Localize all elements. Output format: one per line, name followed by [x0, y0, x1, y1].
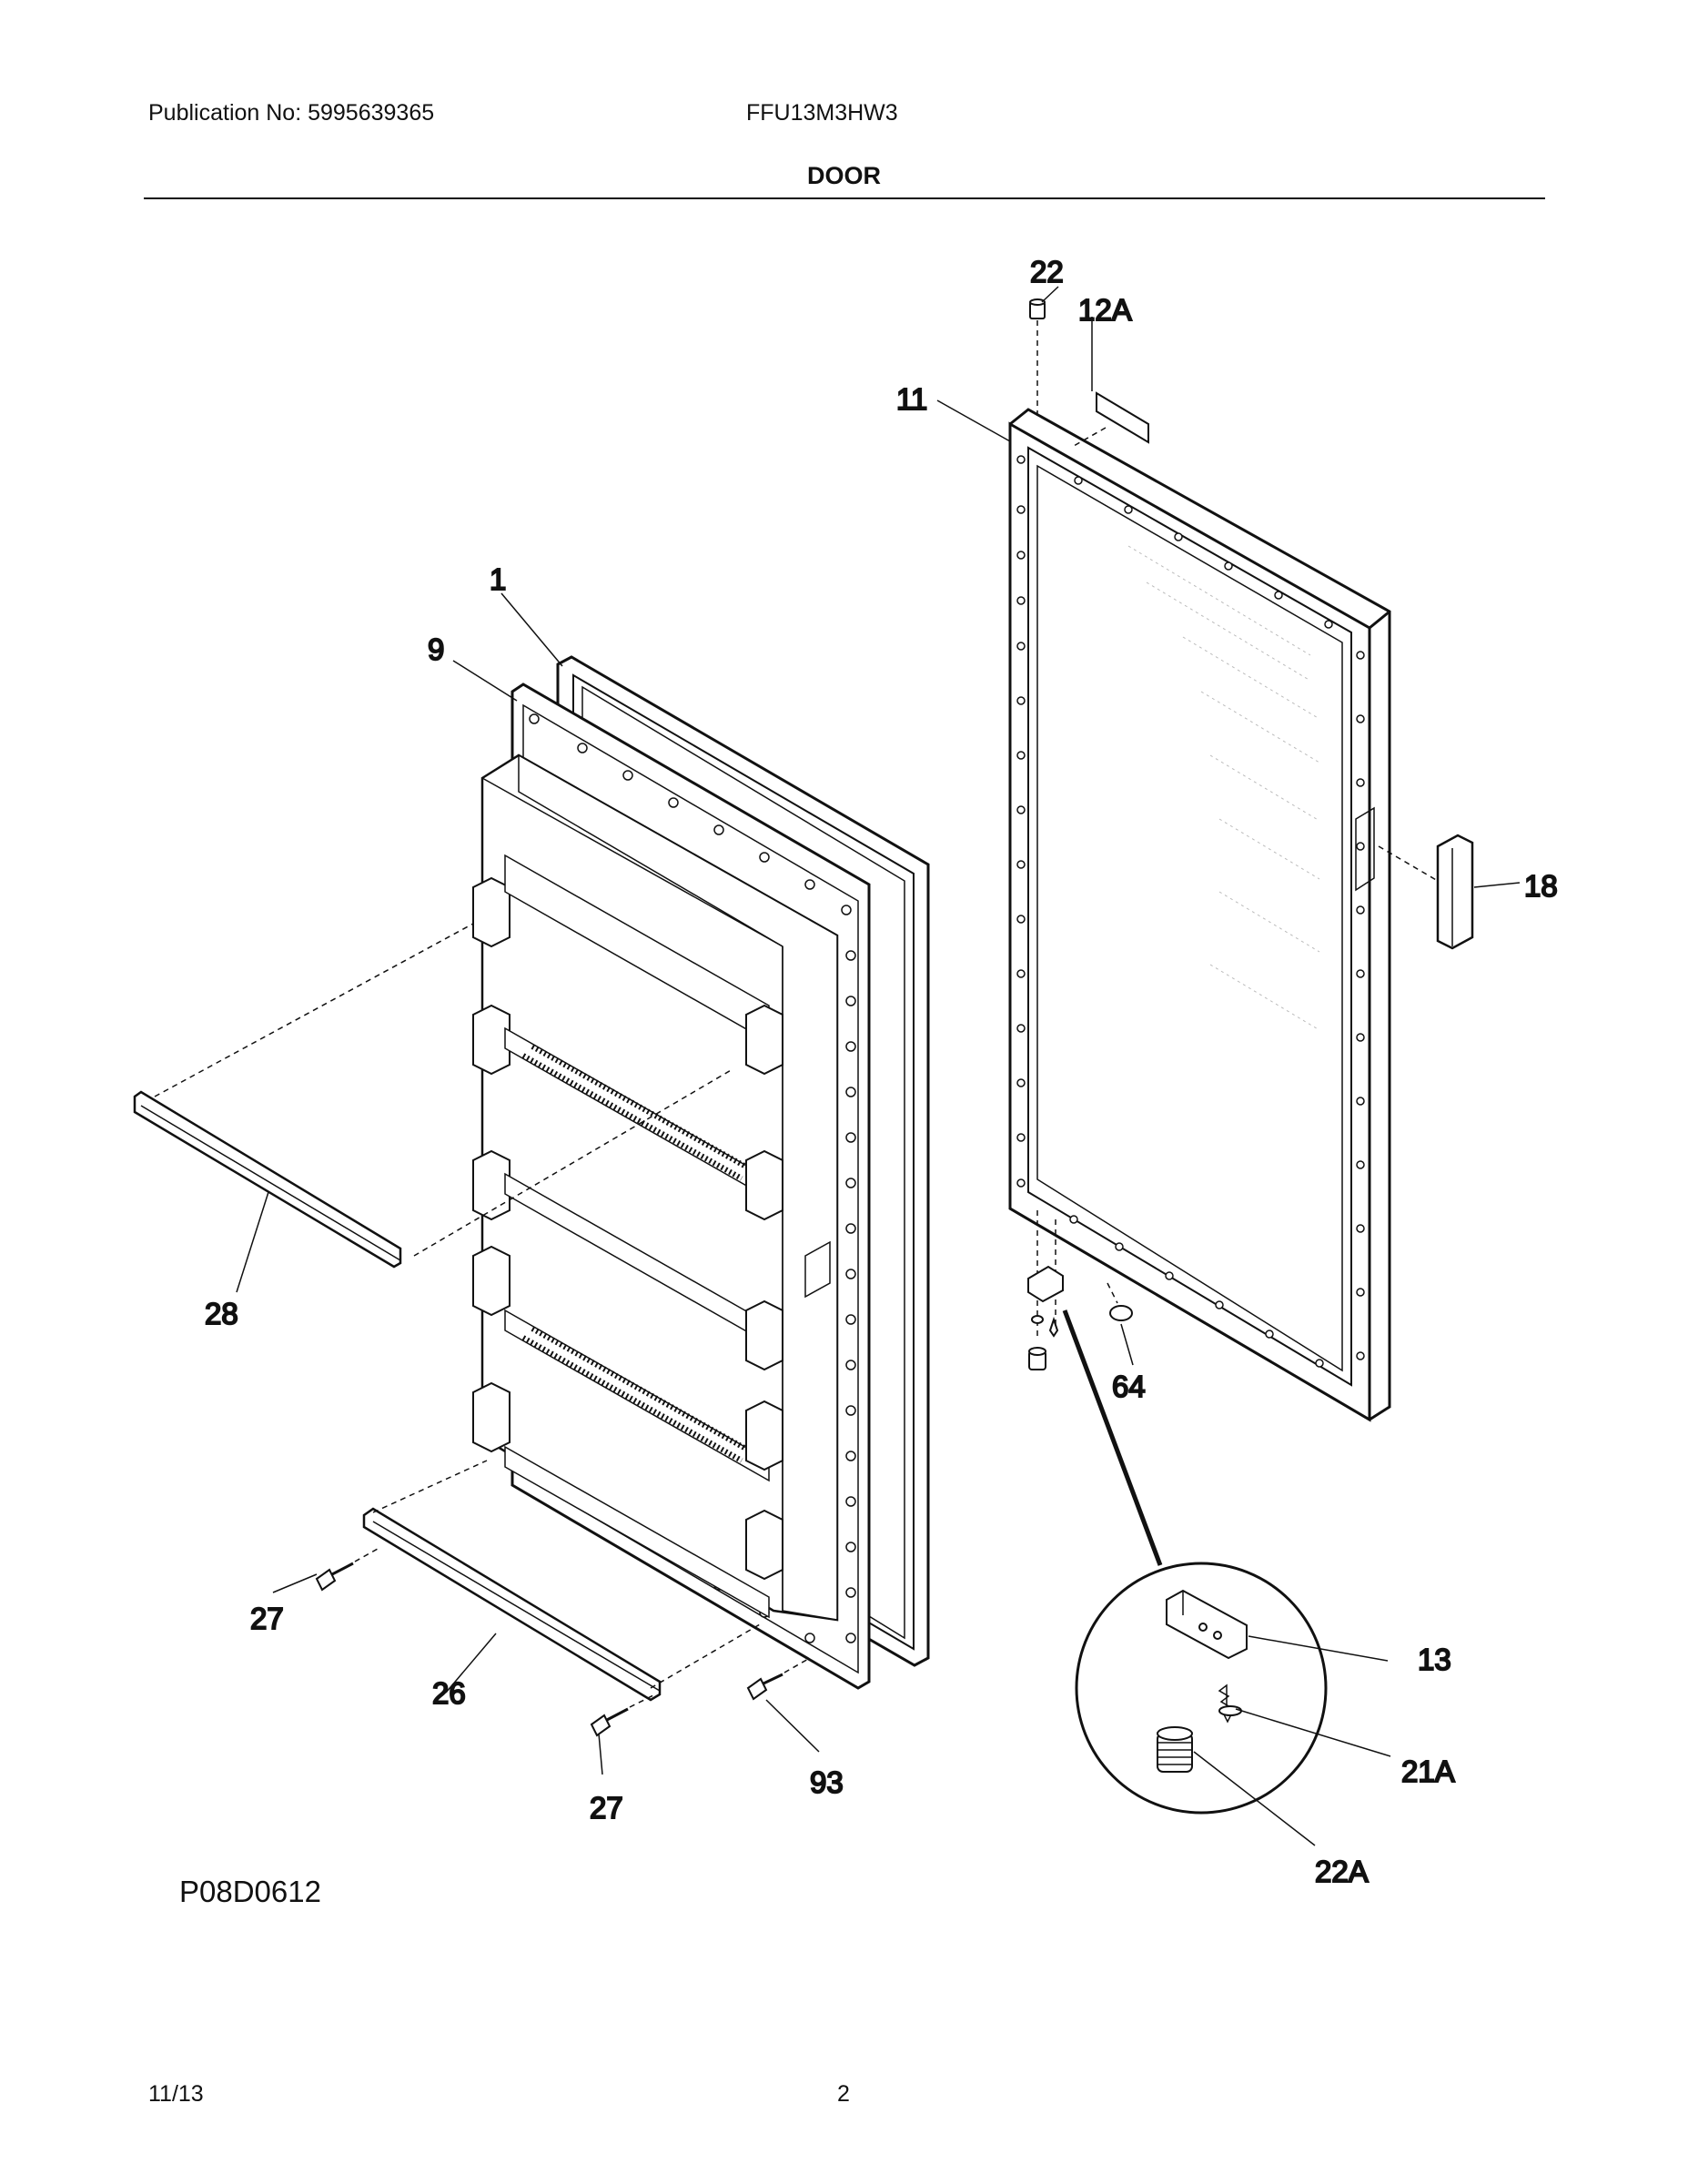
shelf-rail-28 [133, 923, 733, 1269]
inner-door-liner [472, 682, 871, 1690]
page-number: 2 [837, 2081, 850, 2107]
callout-1: 1 [490, 562, 506, 596]
callout-27-left: 27 [250, 1602, 284, 1635]
label-12A [1073, 391, 1149, 447]
callout-11: 11 [896, 382, 927, 416]
screws-27-93 [315, 1548, 811, 1737]
drawing-code: P08D0612 [179, 1875, 321, 1908]
plug-22 [1029, 298, 1046, 419]
callout-27-bottom: 27 [590, 1791, 623, 1825]
callout-22A: 22A [1315, 1855, 1369, 1888]
bottom-rail-26 [362, 1460, 761, 1702]
callout-22-top: 22 [1030, 255, 1064, 288]
callout-leaders [236, 286, 1521, 1846]
callout-13: 13 [1418, 1643, 1451, 1676]
callout-64: 64 [1112, 1370, 1146, 1403]
callout-18: 18 [1524, 869, 1558, 903]
lower-hinge-parts [1027, 1210, 1133, 1370]
callout-9: 9 [428, 632, 444, 666]
section-title: DOOR [807, 162, 881, 189]
hinge-detail-circle [1075, 1562, 1328, 1815]
footer-date: 11/13 [148, 2081, 204, 2107]
callout-12A: 12A [1078, 293, 1132, 327]
header-rule [144, 197, 1545, 199]
callout-28: 28 [205, 1297, 238, 1330]
publication-number: Publication No: 5995639365 [148, 100, 435, 126]
model-number: FFU13M3HW3 [746, 100, 898, 126]
handle-18 [1378, 834, 1474, 950]
callout-93: 93 [810, 1765, 844, 1799]
callout-21A: 21A [1401, 1754, 1455, 1788]
callout-26: 26 [432, 1676, 466, 1710]
outer-door-panel [1008, 408, 1391, 1422]
